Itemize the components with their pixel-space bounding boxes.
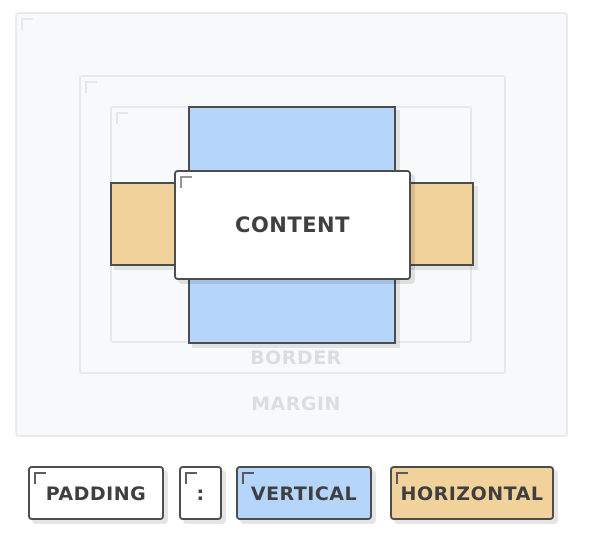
padding-bottom-strip xyxy=(188,274,396,344)
legend-padding-label: PADDING xyxy=(45,483,147,505)
margin-label: MARGIN xyxy=(251,393,341,415)
legend-vertical-label: VERTICAL xyxy=(250,483,358,505)
content-box: CONTENT xyxy=(174,170,411,280)
padding-top-strip xyxy=(188,106,396,176)
legend-vertical: VERTICAL xyxy=(236,466,372,520)
legend-horizontal-label: HORIZONTAL xyxy=(400,483,544,505)
legend-horizontal: HORIZONTAL xyxy=(390,466,554,520)
padding-left-strip xyxy=(110,182,182,266)
legend-colon-label: : xyxy=(196,483,205,505)
legend-padding: PADDING xyxy=(28,466,164,520)
border-box xyxy=(79,75,506,374)
border-label: BORDER xyxy=(250,347,342,369)
padding-right-strip xyxy=(402,182,474,266)
content-label: CONTENT xyxy=(235,213,350,237)
legend-colon: : xyxy=(179,466,222,520)
